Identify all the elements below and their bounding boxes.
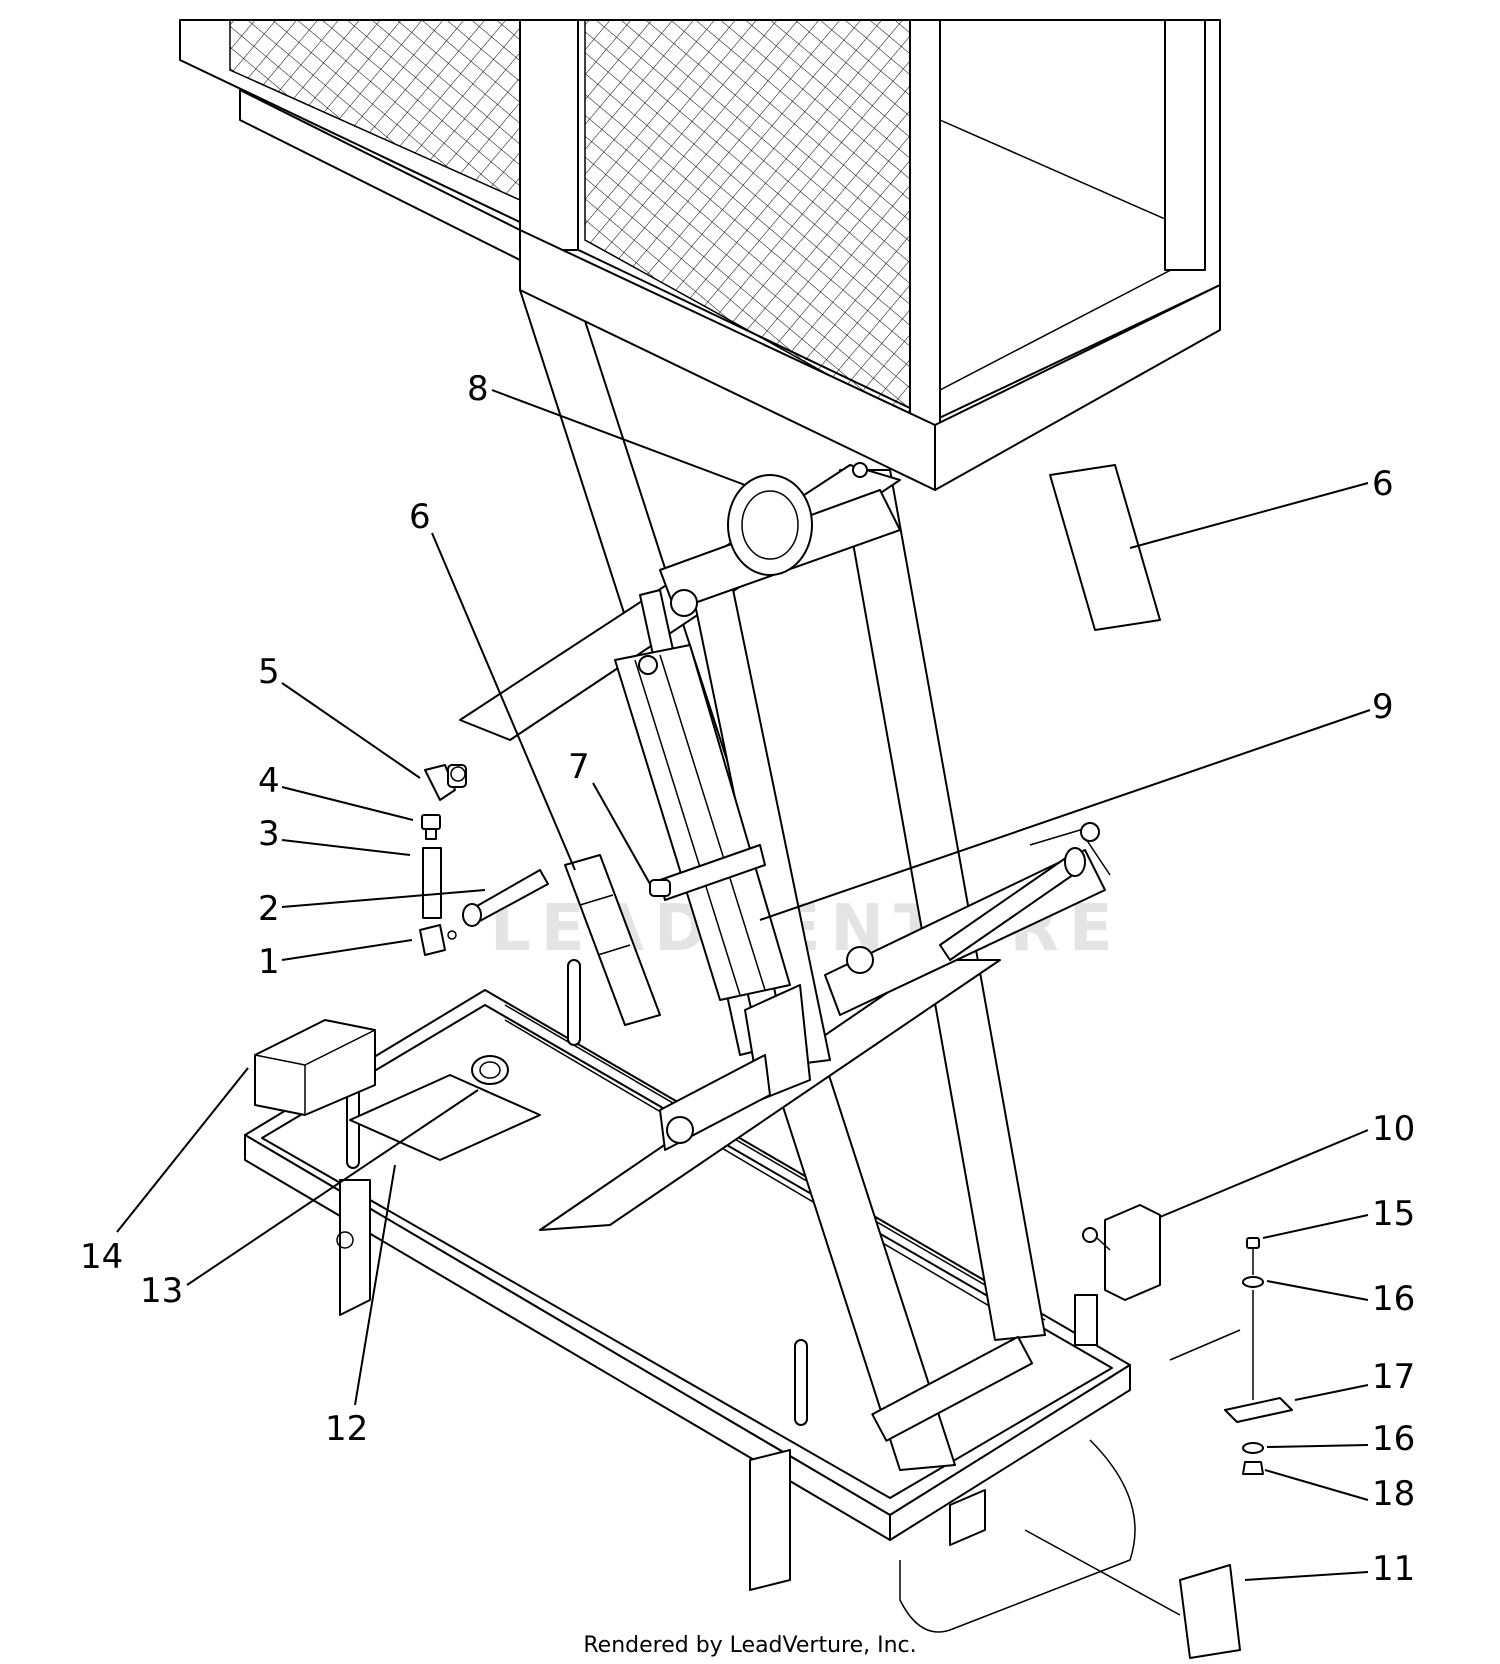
callout-5: 5 [258,652,280,692]
leader-lines [116,389,1371,1581]
callout-9: 9 [1372,687,1394,727]
callout-17: 17 [1372,1357,1415,1397]
decal-right [1049,464,1161,631]
callout-3: 3 [258,814,280,854]
callout-16-top: 16 [1372,1279,1415,1319]
decal-arm [564,854,661,1026]
shaft [939,847,1086,961]
callout-1: 1 [258,942,280,982]
callout-labels: 8 6 6 5 4 3 2 1 7 9 10 15 16 17 16 18 11… [80,369,1415,1589]
pivot-tube [727,474,813,576]
callout-2: 2 [258,889,280,929]
callout-7: 7 [568,747,590,787]
callout-15: 15 [1372,1194,1415,1234]
tray-plate [349,1074,541,1161]
callout-8: 8 [467,369,489,409]
pivot-bolts [638,589,1100,1144]
platform-cage [179,19,1221,491]
callout-11: 11 [1372,1549,1415,1589]
callout-12: 12 [325,1409,368,1449]
callout-13: 13 [140,1271,183,1311]
hydraulic-hose [462,869,549,927]
callout-14: 14 [80,1237,123,1277]
callout-4: 4 [258,761,280,801]
mount-hardware [1169,1237,1293,1475]
callout-16-bottom: 16 [1372,1419,1415,1459]
fitting-pipe [422,847,442,919]
limit-switch [1074,1204,1161,1346]
callout-6-arm: 6 [409,497,431,537]
fitting-elbow-bottom [419,924,457,956]
pump-cap [471,1055,509,1085]
fitting-nut [421,814,441,840]
callout-6-right: 6 [1372,464,1394,504]
render-credit: Rendered by LeadVerture, Inc. [583,1633,916,1658]
fitting-elbow-top [424,764,467,801]
cylinder-fitting [649,879,671,897]
decal-bottom [1024,1529,1241,1659]
callout-10: 10 [1372,1109,1415,1149]
callout-18: 18 [1372,1474,1415,1514]
battery-block [254,1019,376,1116]
